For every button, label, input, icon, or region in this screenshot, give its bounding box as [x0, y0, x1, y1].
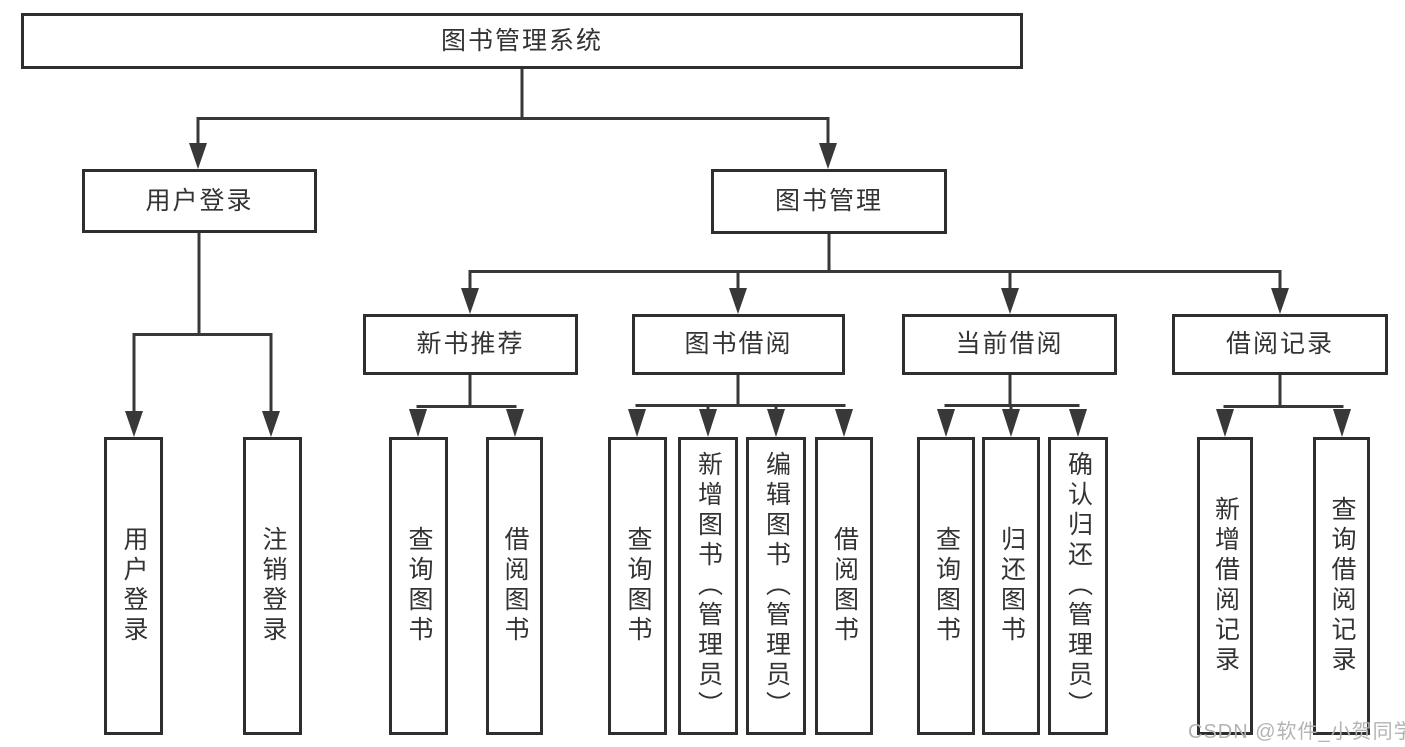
leaf-query-books-borrowing: 查询图书: [608, 437, 667, 735]
node-label: 新增图书（管理员）: [694, 451, 723, 721]
csdn-watermark: CSDN @软件_小贺同学: [1188, 721, 1405, 743]
leaf-add-borrow-record: 新增借阅记录: [1197, 437, 1253, 735]
node-label: 当前借阅: [955, 330, 1064, 358]
leaf-confirm-return-admin: 确认归还（管理员）: [1048, 437, 1108, 735]
leaf-borrow-books-recommend: 借阅图书: [486, 437, 543, 735]
node-label: 注销登录: [259, 526, 287, 646]
node-book-borrowing: 图书借阅: [632, 314, 845, 375]
node-label: 借阅记录: [1225, 330, 1334, 358]
node-book-management: 图书管理: [711, 169, 947, 234]
leaf-query-books-recommend: 查询图书: [389, 437, 448, 735]
leaf-logout: 注销登录: [243, 437, 302, 735]
node-label: 用户登录: [145, 186, 254, 215]
node-label: 查询图书: [624, 526, 652, 646]
node-label: 借阅图书: [830, 526, 859, 646]
node-label: 图书管理系统: [440, 26, 603, 55]
leaf-query-books-current: 查询图书: [917, 437, 975, 735]
node-label: 查询图书: [405, 526, 433, 646]
leaf-borrow-books-borrowing: 借阅图书: [815, 437, 873, 735]
node-label: 编辑图书（管理员）: [762, 451, 791, 721]
node-label: 查询图书: [932, 526, 961, 646]
node-current-borrowing: 当前借阅: [902, 314, 1117, 375]
node-label: 新书推荐: [416, 330, 525, 358]
node-label: 图书管理: [774, 187, 883, 215]
leaf-return-books: 归还图书: [982, 437, 1040, 735]
node-user-login: 用户登录: [82, 169, 317, 233]
node-label: 查询借阅记录: [1328, 496, 1356, 676]
node-label: 新增借阅记录: [1211, 496, 1240, 676]
node-label: 归还图书: [997, 526, 1026, 646]
leaf-query-borrow-record: 查询借阅记录: [1313, 437, 1370, 735]
node-new-book-recommend: 新书推荐: [363, 314, 578, 375]
leaf-edit-books-admin: 编辑图书（管理员）: [746, 437, 806, 735]
node-label: 确认归还（管理员）: [1064, 451, 1093, 721]
node-library-management-system: 图书管理系统: [21, 13, 1023, 69]
leaf-add-books-admin: 新增图书（管理员）: [678, 437, 738, 735]
leaf-user-login: 用户登录: [104, 437, 163, 735]
node-label: 图书借阅: [684, 330, 793, 358]
node-label: 用户登录: [120, 526, 148, 646]
node-borrowing-records: 借阅记录: [1172, 314, 1388, 375]
node-label: 借阅图书: [501, 526, 529, 646]
